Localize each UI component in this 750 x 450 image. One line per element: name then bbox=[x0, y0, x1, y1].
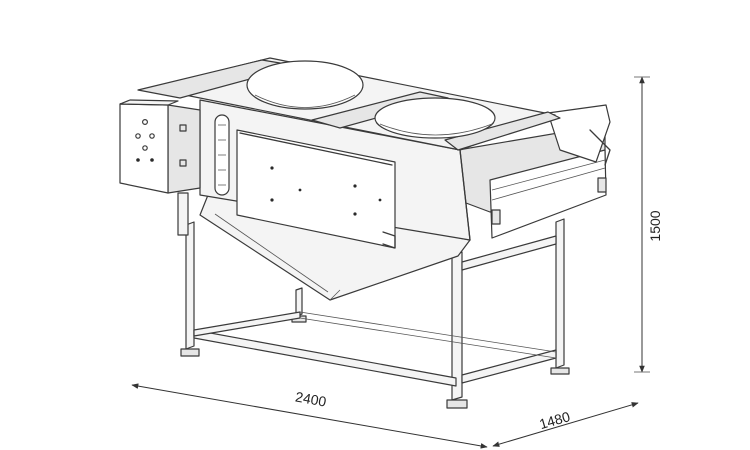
access-door bbox=[236, 129, 396, 249]
length-dimension: 2400 bbox=[131, 383, 488, 449]
vent-slot bbox=[214, 114, 230, 196]
width-label: 1480 bbox=[537, 408, 572, 432]
switch-icon bbox=[135, 133, 141, 139]
indicator-icon bbox=[142, 118, 149, 125]
width-dimension: 1480 bbox=[492, 402, 639, 447]
switch-icon bbox=[149, 133, 155, 139]
height-dimension: 1500 bbox=[634, 76, 663, 373]
right-circular-opening bbox=[374, 97, 496, 139]
conveyor-section bbox=[457, 104, 611, 239]
height-label: 1500 bbox=[647, 210, 663, 241]
top-openings bbox=[246, 60, 496, 139]
switch-icon bbox=[142, 145, 148, 151]
length-label: 2400 bbox=[294, 388, 328, 409]
left-circular-opening bbox=[246, 60, 364, 110]
control-box bbox=[119, 99, 201, 236]
